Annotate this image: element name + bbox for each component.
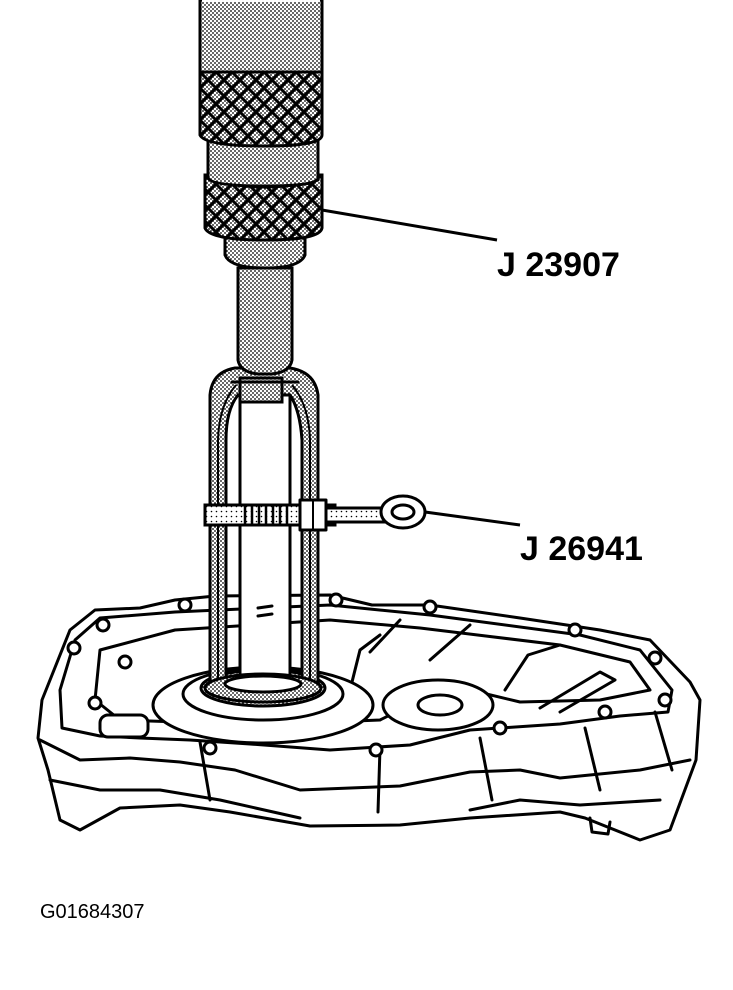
bolt-holes: [66, 592, 673, 758]
callout-label-j26941: J 26941: [520, 530, 643, 568]
figure-id: G01684307: [40, 901, 145, 923]
leader-line-j26941: [424, 510, 521, 527]
slide-hammer-j23907: [198, 0, 324, 376]
leader-lines: [321, 208, 521, 527]
leader-line-j23907: [321, 208, 498, 242]
bearing-puller-j26941: [203, 366, 427, 704]
callout-label-j23907: J 23907: [497, 246, 620, 284]
